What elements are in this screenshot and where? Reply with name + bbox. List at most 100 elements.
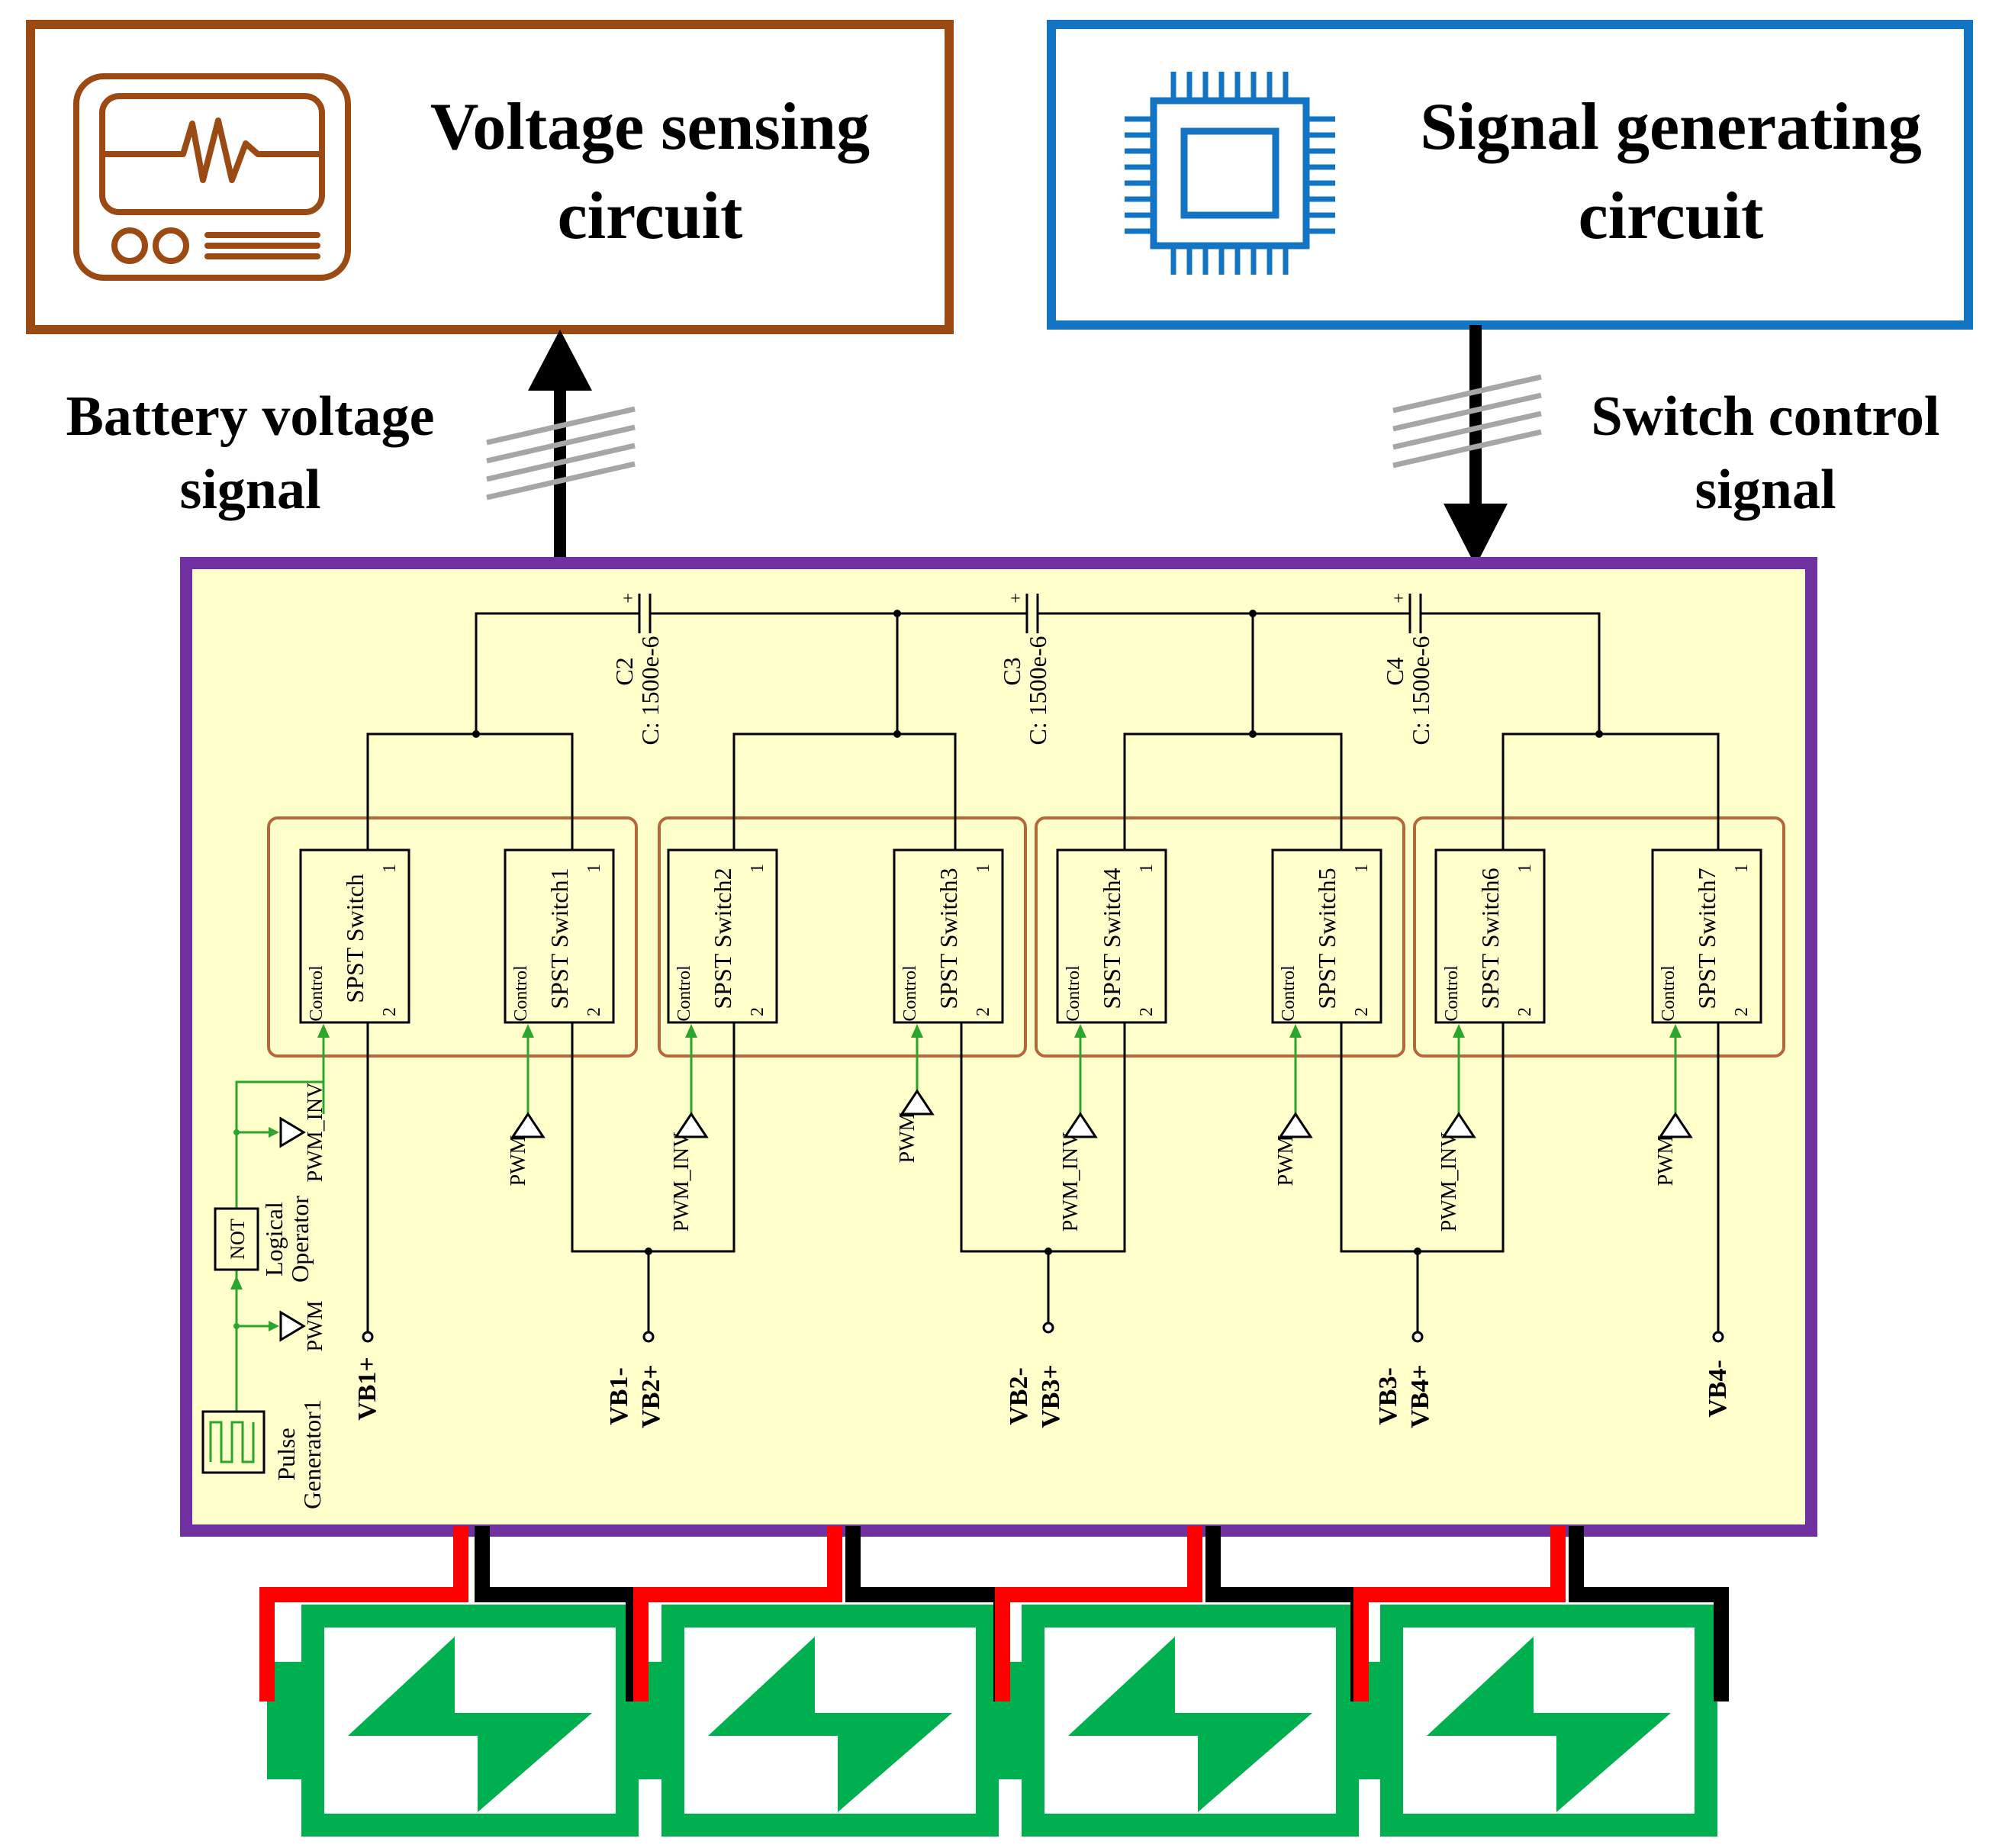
capacitor-polarity: +: [1393, 589, 1404, 609]
switch-name: SPST Switch5: [1313, 868, 1341, 1009]
terminal-label: VB4-: [1704, 1360, 1732, 1418]
switch-name: SPST Switch2: [709, 868, 736, 1009]
capacitor-value: C: 1500e-6: [1407, 636, 1434, 745]
pwm-tag: [279, 1310, 306, 1342]
svg-text:PWM_INV: PWM_INV: [304, 1083, 327, 1183]
switch-control-label: Control: [900, 965, 920, 1022]
signal-tag-label: PWM: [896, 1112, 919, 1163]
battery-voltage-arrow: [486, 330, 636, 562]
positive-wire: [633, 1526, 842, 1702]
signal-generating-box: [1047, 20, 1973, 330]
switch-control-arrow: [1392, 325, 1542, 566]
voltage-sensing-box: [26, 20, 954, 334]
signal-tag-3: PWM: [896, 1089, 935, 1163]
capacitor-value: C: 1500e-6: [636, 636, 664, 745]
voltage-sensing-block: Voltage sensing circuit: [26, 20, 954, 334]
signal-generating-title-line2: circuit: [1579, 179, 1764, 253]
switch-control-label: Control: [674, 965, 694, 1022]
switch-name: SPST Switch4: [1098, 868, 1125, 1009]
svg-text:PWM: PWM: [304, 1300, 327, 1351]
capacitor-polarity: +: [623, 589, 633, 609]
bus-hatch: [1392, 374, 1542, 468]
switch-name: SPST Switch3: [935, 868, 962, 1009]
switch-group-2: [658, 816, 1027, 1058]
terminal-label-line2: VB4+: [1406, 1364, 1434, 1428]
switch-pin1: 1: [1352, 864, 1372, 873]
capacitor-c4: + C4C: 1500e-6: [1381, 589, 1434, 745]
signal-tag-5: PWM: [1274, 1112, 1313, 1186]
switch-pin2: 2: [1352, 1007, 1372, 1016]
battery-pack: [267, 1605, 1717, 1837]
terminal-4: VB4-: [1704, 1360, 1732, 1418]
capacitor-name: C4: [1381, 657, 1408, 685]
capacitor-c2: + C2C: 1500e-6: [610, 589, 664, 745]
switch-pin1: 1: [1515, 864, 1535, 873]
switch-pin2: 2: [1515, 1007, 1535, 1016]
switch-control-label: Control: [1659, 965, 1679, 1022]
signal-tag-1: PWM: [507, 1112, 546, 1186]
switch-pin1: 1: [1732, 864, 1752, 873]
circuit-panel: [180, 557, 1817, 1537]
switch-pin1: 1: [584, 864, 604, 873]
terminal-1: VB1-VB2+: [605, 1364, 665, 1428]
switch-control-label-line2: signal: [1695, 459, 1836, 521]
signal-tag-6: PWM_INV: [1437, 1112, 1476, 1231]
switch-pin1: 1: [1137, 864, 1157, 873]
terminal-labels: VB1+ VB1-VB2+ VB2-VB3+ VB3-VB4+ VB4-: [353, 1357, 1732, 1428]
signal-tag-label: PWM: [1654, 1135, 1678, 1186]
pwm-inv-tag: [279, 1116, 306, 1148]
switch-group-1: [267, 816, 638, 1058]
terminal-label-line1: VB3-: [1374, 1367, 1402, 1425]
switch-control-label: Control: [1064, 965, 1083, 1022]
signal-tag-2: PWM_INV: [670, 1112, 709, 1232]
switch-name: SPST Switch1: [546, 868, 573, 1009]
terminal-nodes: [362, 1322, 1724, 1343]
switch-control-label: Control: [1279, 965, 1299, 1022]
switch-pin1: 1: [974, 864, 993, 873]
battery-charging-icon: [627, 1605, 999, 1837]
signal-tag-4: PWM_INV: [1059, 1112, 1098, 1232]
signal-tag-label: PWM_INV: [1059, 1132, 1083, 1232]
capacitors: +C2C: 1500e-6+C3C: 1500e-6+C4C: 1500e-6: [610, 589, 1434, 745]
signal-tag-label: PWM: [507, 1135, 530, 1186]
terminal-3: VB3-VB4+: [1374, 1364, 1434, 1428]
switch-group-4: [1413, 816, 1785, 1058]
not-gate-label-line2: Operator: [286, 1196, 314, 1283]
switch-control-label: Control: [307, 965, 327, 1022]
capacitor-c3: +C3C: 1500e-6: [998, 589, 1051, 745]
not-gate-label-line1: Logical: [260, 1202, 288, 1277]
switch-control-label: Control: [1442, 965, 1462, 1022]
pulse-generator-label-line2: Generator1: [298, 1399, 326, 1509]
terminal-label-line1: VB1-: [605, 1367, 633, 1425]
positive-wire: [1353, 1526, 1566, 1702]
signal-tag-label: PWM_INV: [670, 1132, 694, 1232]
microchip-icon: [1125, 72, 1335, 275]
capacitor-name: C2: [610, 657, 638, 685]
signal-generating-title-line1: Signal generating: [1420, 90, 1922, 164]
not-gate: NOT: [214, 1207, 259, 1271]
wire-junctions: [472, 610, 1603, 1255]
svg-text:NOT: NOT: [227, 1219, 249, 1260]
bus-hatch: [486, 406, 636, 501]
voltage-sensing-title-line2: circuit: [558, 179, 743, 253]
switch-groups: [267, 816, 1785, 1058]
switch-pin2: 2: [380, 1007, 400, 1016]
pulse-generator: [201, 1410, 266, 1474]
terminal-0: VB1+: [353, 1357, 381, 1421]
battery-charging-icon: [987, 1605, 1359, 1837]
control-logic: NOT Logical Operator Pulse Generator1 PW…: [201, 1024, 330, 1509]
terminal-2: VB2-VB3+: [1005, 1364, 1065, 1428]
signal-tags: PWM PWM_INV PWM PWM_INV PWM PWM_INV PWM: [507, 1089, 1693, 1232]
switch-pin2: 2: [584, 1007, 604, 1016]
voltage-sensing-title-line1: Voltage sensing: [430, 90, 870, 164]
positive-wire: [995, 1526, 1202, 1702]
